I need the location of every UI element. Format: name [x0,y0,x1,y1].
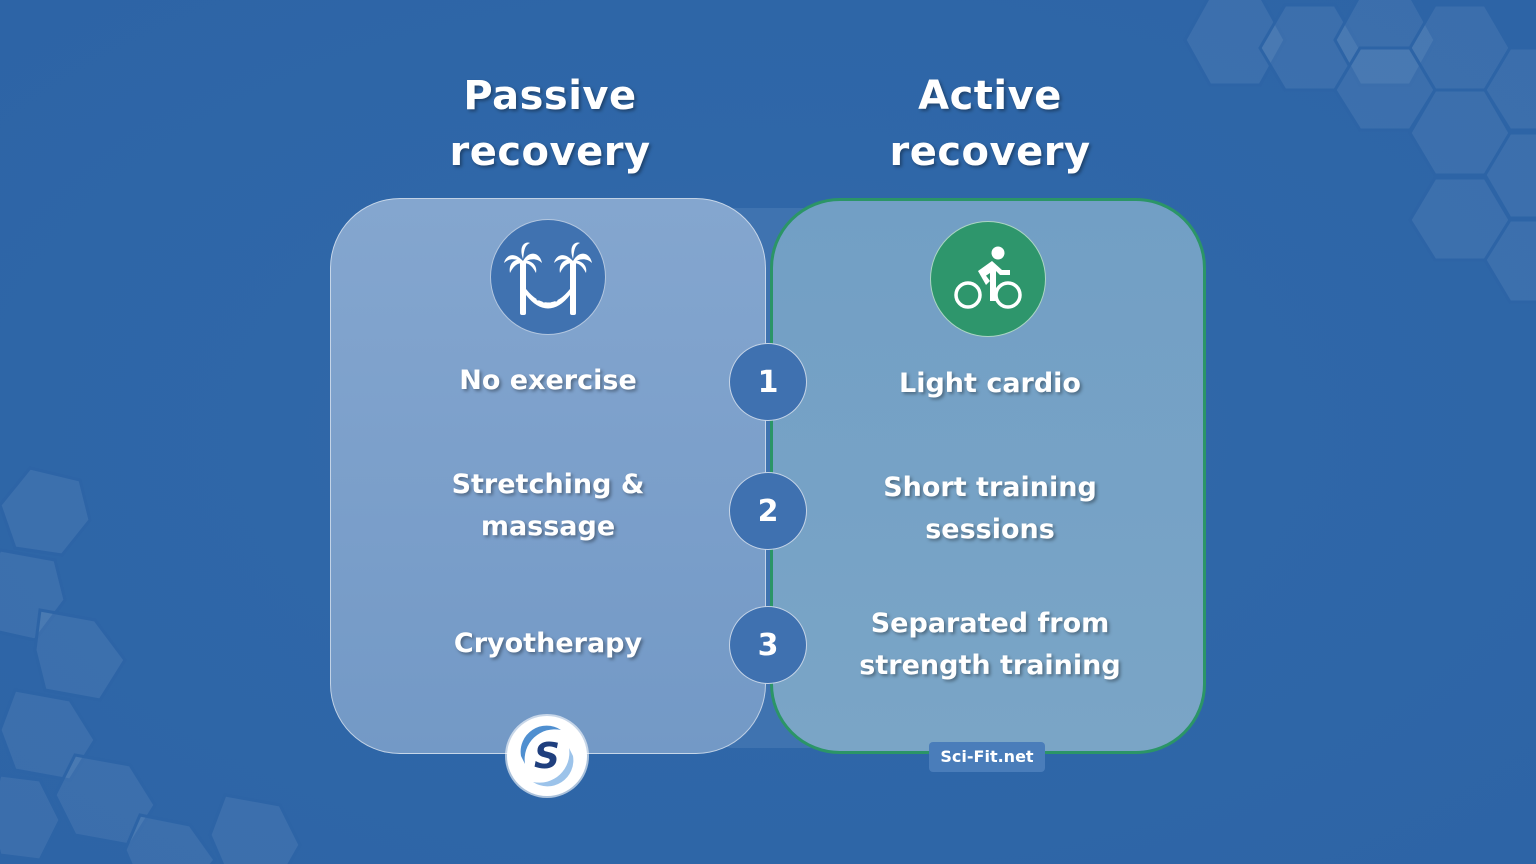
svg-text:S: S [534,736,560,777]
step-number-1: 1 [729,343,807,421]
palm-trees-hammock-icon [490,219,606,335]
active-item-2: Short training sessions [830,467,1150,551]
heading-line: recovery [449,129,651,175]
heading-line: recovery [889,129,1091,175]
active-recovery-heading: Active recovery [840,68,1140,180]
active-item-1: Light cardio [830,363,1150,405]
passive-item-2: Stretching & massage [388,464,708,548]
item-text: Stretching & [451,469,645,500]
item-text: massage [480,511,616,542]
item-text: strength training [859,650,1121,681]
item-text: Light cardio [899,368,1081,399]
cyclist-icon [930,221,1046,337]
sci-fit-logo-icon: S [507,716,587,796]
sci-fit-site-badge[interactable]: Sci-Fit.net [929,742,1045,772]
active-recovery-card [770,198,1206,754]
heading-line: Passive [463,73,637,119]
item-text: sessions [925,514,1055,545]
item-text: Separated from [870,608,1110,639]
passive-recovery-heading: Passive recovery [400,68,700,180]
active-item-3: Separated from strength training [830,603,1150,687]
passive-item-1: No exercise [388,360,708,402]
item-text: No exercise [459,365,637,396]
item-text: Cryotherapy [453,628,643,659]
step-number-2: 2 [729,472,807,550]
item-text: Short training [883,472,1097,503]
passive-item-3: Cryotherapy [388,623,708,665]
passive-recovery-card [330,198,766,754]
heading-line: Active [918,73,1062,119]
step-number-3: 3 [729,606,807,684]
